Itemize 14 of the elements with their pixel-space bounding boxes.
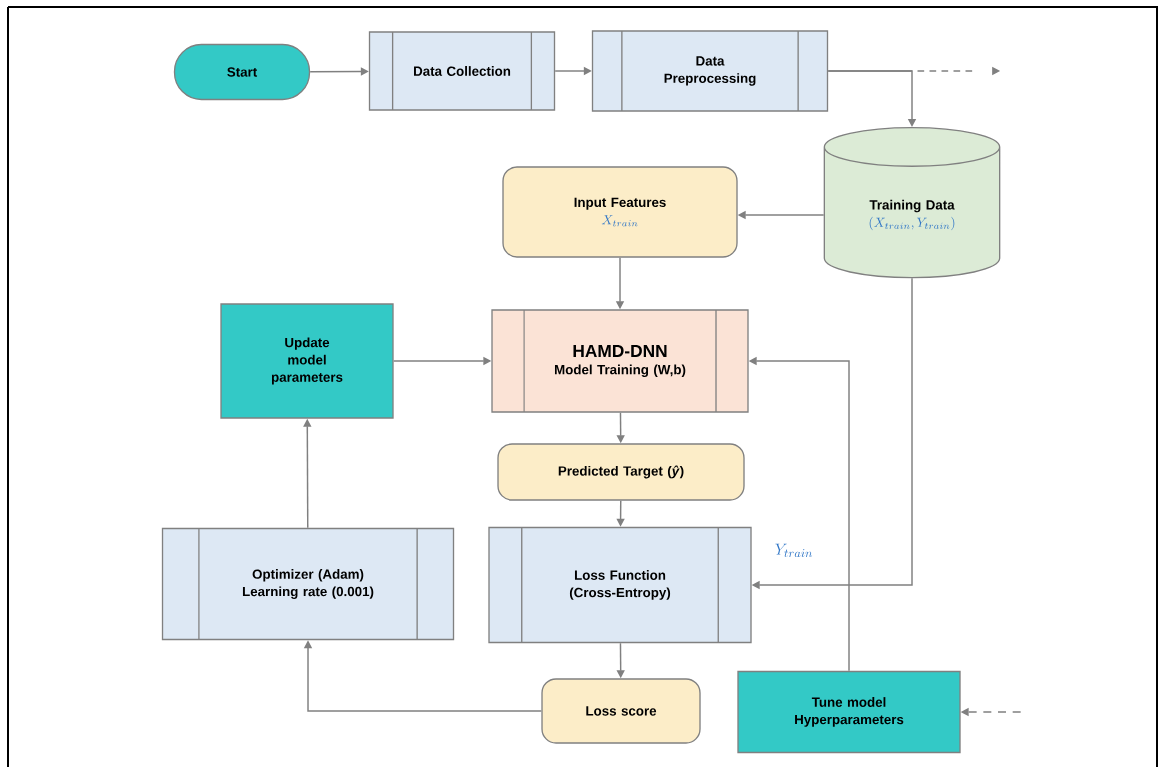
process-box: Tune model Hyperparameters — [737, 670, 961, 754]
arrow — [827, 70, 917, 127]
process-box: Data Collection — [368, 31, 556, 111]
edge-label: $Y_{train}$ — [773, 542, 815, 559]
process-box: Update model parameters — [220, 303, 394, 419]
database-cylinder: Training Data $(X_{train},Y_{train})$ — [823, 127, 1001, 279]
data-box: Predicted Target (ŷ) — [497, 443, 745, 501]
data-box: Loss score — [541, 678, 701, 744]
process-box: Data Preprocessing — [591, 30, 829, 112]
process-box: Loss Function (Cross-Entropy) — [488, 526, 752, 644]
start-terminal: Start — [173, 43, 311, 101]
process-box: HAMD-DNN Model Training (W,b) — [491, 309, 749, 413]
data-box: Input Features $X_{train}$ — [502, 166, 738, 258]
process-box: Optimizer (Adam) Learning rate (0.001) — [161, 527, 455, 641]
